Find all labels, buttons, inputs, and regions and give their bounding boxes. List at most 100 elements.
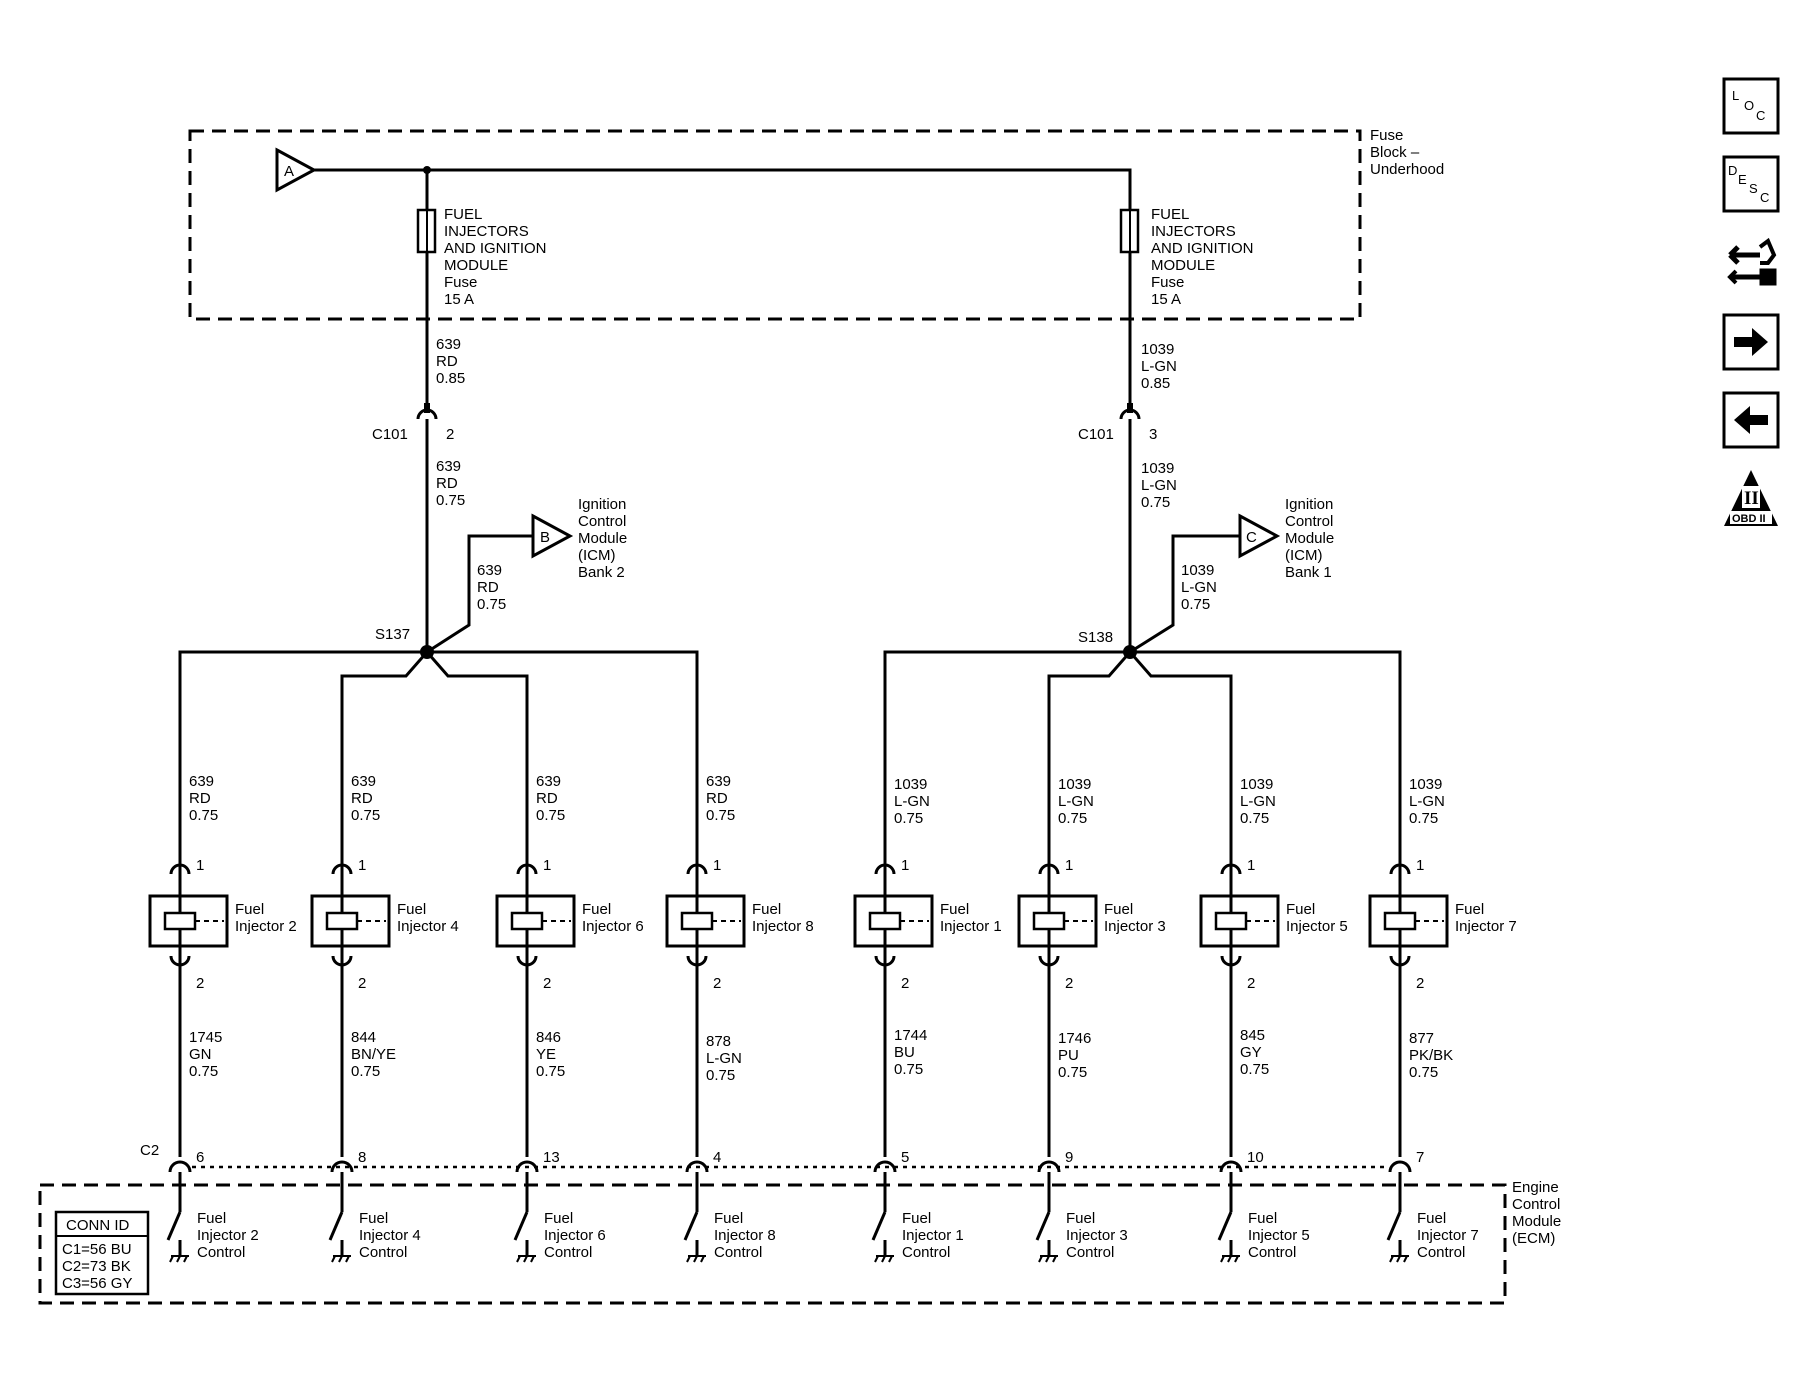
svg-text:845: 845 (1240, 1027, 1265, 1044)
svg-text:Fuel: Fuel (902, 1210, 931, 1227)
pin-number: 2 (901, 975, 909, 992)
injector-connector-top[interactable] (686, 863, 708, 875)
wire-label-left-mid: 639 RD 0.75 (436, 458, 465, 509)
svg-text:RD: RD (706, 790, 728, 807)
fuel-injector[interactable] (495, 894, 576, 948)
svg-text:D: D (1728, 163, 1737, 178)
fuse-bus-wire (314, 168, 1132, 210)
ecm-connector-pin[interactable] (1037, 1160, 1061, 1173)
svg-text:Control: Control (1066, 1244, 1114, 1261)
connector-c101-left[interactable] (416, 403, 438, 420)
connector-b[interactable]: B (531, 513, 574, 559)
pin-number: 1 (901, 857, 909, 874)
injector-connector-top[interactable] (874, 863, 896, 875)
svg-text:L-GN: L-GN (706, 1050, 742, 1067)
wire-label-icm-right: 1039 L-GN 0.75 (1181, 562, 1217, 613)
svg-text:1039: 1039 (1409, 776, 1442, 793)
svg-text:BN/YE: BN/YE (351, 1046, 396, 1063)
ecm-connector-pin[interactable] (685, 1160, 709, 1173)
distribution-left (178, 649, 699, 866)
connector-a[interactable]: A (275, 147, 318, 193)
connector-c[interactable]: C (1238, 513, 1281, 559)
harness-connector-button[interactable] (1722, 233, 1780, 291)
next-arrow-icon (1722, 313, 1780, 371)
previous-page-button[interactable] (1722, 391, 1780, 449)
svg-text:L-GN: L-GN (1181, 579, 1217, 596)
svg-text:Fuel: Fuel (1248, 1210, 1277, 1227)
svg-text:Underhood: Underhood (1370, 161, 1444, 178)
fuel-injector[interactable] (1368, 894, 1449, 948)
ecm-connector-pin[interactable] (873, 1160, 897, 1173)
pin-number: 1 (713, 857, 721, 874)
svg-text:MODULE: MODULE (1151, 257, 1215, 274)
ecm-connector-pin[interactable] (1388, 1160, 1412, 1173)
ecm-connector-pin[interactable] (168, 1160, 192, 1173)
svg-text:GN: GN (189, 1046, 212, 1063)
fuel-injector[interactable] (310, 894, 391, 948)
next-page-button[interactable] (1722, 313, 1780, 371)
svg-text:BU: BU (894, 1044, 915, 1061)
fuel-injector[interactable] (1017, 894, 1098, 948)
c101-right-pin: 3 (1149, 426, 1157, 443)
injector-connector-top[interactable] (1038, 863, 1060, 875)
svg-text:INJECTORS: INJECTORS (1151, 223, 1236, 240)
pin-number: 2 (196, 975, 204, 992)
fuse-left[interactable] (416, 208, 437, 254)
fuse-right[interactable] (1119, 208, 1140, 254)
svg-text:Bank 2: Bank 2 (578, 564, 625, 581)
ecm-connector-pin[interactable] (1219, 1160, 1243, 1173)
svg-text:FUEL: FUEL (444, 206, 482, 223)
injector-connector-top[interactable] (1220, 863, 1242, 875)
svg-text:RD: RD (536, 790, 558, 807)
wire-label-right-top: 1039 L-GN 0.85 (1141, 341, 1177, 392)
ground-icon (169, 1255, 189, 1263)
svg-text:1039: 1039 (1058, 776, 1091, 793)
svg-text:639: 639 (351, 773, 376, 790)
fuel-injector[interactable] (1199, 894, 1280, 948)
svg-text:C: C (1246, 529, 1257, 546)
fuel-injector[interactable] (148, 894, 229, 948)
ecm-driver-switch (328, 1172, 344, 1256)
fuse-left-label: FUEL INJECTORS AND IGNITION MODULE Fuse … (444, 206, 547, 308)
wire-label-left-top: 639 RD 0.85 (436, 336, 465, 387)
svg-text:RD: RD (189, 790, 211, 807)
injector-connector-top[interactable] (331, 863, 353, 875)
ecm-connector-pin[interactable] (330, 1160, 354, 1173)
svg-text:L-GN: L-GN (1409, 793, 1445, 810)
desc-button[interactable]: D E S C (1722, 155, 1780, 213)
ecm-boundary (38, 1183, 1507, 1305)
injector-connector-top[interactable] (1389, 863, 1411, 875)
wire-label-icm-left: 639 RD 0.75 (477, 562, 506, 613)
svg-text:0.75: 0.75 (1240, 1061, 1269, 1078)
svg-text:1746: 1746 (1058, 1030, 1091, 1047)
fuel-injector[interactable] (665, 894, 746, 948)
desc-icon: D E S C (1722, 155, 1780, 213)
ecm-connector-pin[interactable] (515, 1160, 539, 1173)
fuel-injector[interactable] (853, 894, 934, 948)
pin-number: 2 (1247, 975, 1255, 992)
svg-text:Fuel: Fuel (359, 1210, 388, 1227)
svg-text:Fuel: Fuel (940, 901, 969, 918)
pin-number: 1 (358, 857, 366, 874)
svg-text:Ignition: Ignition (1285, 496, 1333, 513)
injector-connector-top[interactable] (169, 863, 191, 875)
loc-button[interactable]: L O C (1722, 77, 1780, 135)
connector-c101-right[interactable] (1119, 403, 1141, 420)
injector-connector-top[interactable] (516, 863, 538, 875)
harness-connector-icon (1727, 237, 1777, 286)
obd-ii-button[interactable]: II OBD II (1722, 468, 1780, 530)
